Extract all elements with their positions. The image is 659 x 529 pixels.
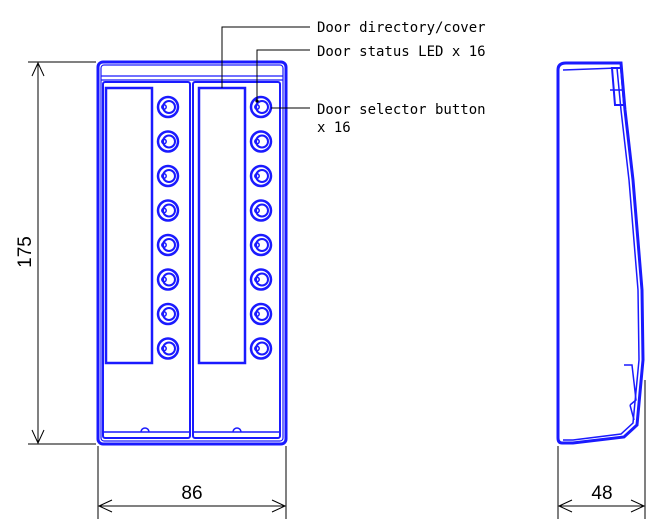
door-status-led [161, 311, 167, 317]
door-selector-button [249, 130, 273, 153]
button-cap [162, 203, 176, 218]
cover-leader [221, 26, 310, 88]
door-status-led [254, 104, 260, 110]
side-inner-outline [562, 67, 640, 441]
door-selector-button [156, 95, 180, 119]
door-status-led [161, 104, 167, 110]
button-cap [255, 238, 269, 252]
side-view [556, 61, 645, 445]
button-ring [249, 95, 273, 119]
button-ring [156, 95, 180, 119]
button-cap [255, 134, 269, 149]
side-top-clip [610, 67, 626, 106]
button-cap [255, 100, 269, 114]
height-value: 175 [15, 236, 36, 268]
door-status-led [161, 345, 167, 352]
button-cap [162, 134, 176, 149]
button-cap [255, 169, 269, 183]
side-bottom-step [624, 364, 637, 421]
door-selector-buttons [156, 95, 273, 360]
button-cap [255, 341, 269, 356]
button-callout-line1: Door selector button [317, 102, 486, 118]
dimensions: 175 86 48 [15, 61, 646, 519]
button-cap [162, 272, 176, 287]
door-status-led [161, 242, 167, 248]
button-cap [255, 307, 269, 321]
left-module-frame [102, 81, 191, 439]
front-view [96, 60, 288, 446]
depth-value: 48 [591, 483, 612, 504]
button-ring [249, 164, 273, 188]
door-selector-button [156, 164, 180, 188]
door-selector-button [156, 337, 180, 360]
depth-arrow-left [557, 499, 573, 513]
front-inner-frame [100, 64, 284, 442]
button-ring [156, 199, 180, 222]
depth-arrow-right [630, 499, 646, 513]
button-cap [162, 169, 176, 183]
width-value: 86 [181, 483, 202, 504]
height-arrow-bottom [31, 429, 45, 445]
button-cap [255, 203, 269, 218]
door-status-led [254, 311, 260, 317]
button-ring [156, 268, 180, 291]
button-cap [255, 272, 269, 287]
door-status-led [161, 276, 167, 283]
right-directory-cover [197, 86, 247, 365]
button-ring [249, 233, 273, 257]
button-ring [156, 233, 180, 257]
button-ring [249, 199, 273, 222]
door-selector-button [156, 233, 180, 257]
callouts: Door directory/cover Door status LED x 1… [221, 20, 486, 136]
door-status-led [254, 242, 260, 248]
button-cap [162, 307, 176, 321]
led-leader-dot [255, 99, 259, 103]
button-ring [156, 130, 180, 153]
door-selector-button [249, 199, 273, 222]
button-ring [249, 268, 273, 291]
door-status-led [161, 138, 167, 145]
right-module-notch [232, 427, 242, 433]
door-selector-button [249, 95, 273, 119]
button-ring [249, 337, 273, 360]
door-status-led [161, 173, 167, 179]
door-status-led [254, 207, 260, 214]
door-selector-button [249, 233, 273, 257]
door-selector-button [156, 130, 180, 153]
right-module-frame [192, 81, 281, 439]
front-outer-housing [96, 60, 288, 446]
cover-callout: Door directory/cover [317, 20, 486, 36]
door-status-led [254, 138, 260, 145]
button-ring [156, 337, 180, 360]
door-selector-button [249, 337, 273, 360]
led-callout: Door status LED x 16 [317, 44, 486, 60]
button-ring [156, 164, 180, 188]
door-status-led [254, 173, 260, 179]
button-ring [249, 302, 273, 326]
height-arrow-top [31, 61, 45, 77]
door-status-led [254, 276, 260, 283]
button-cap [162, 238, 176, 252]
button-callout-line2: x 16 [317, 120, 351, 136]
door-selector-button [156, 199, 180, 222]
button-ring [156, 302, 180, 326]
door-selector-button [156, 302, 180, 326]
door-selector-button [249, 164, 273, 188]
button-cap [162, 100, 176, 114]
width-arrow-left [97, 499, 113, 513]
width-arrow-right [271, 499, 287, 513]
door-status-led [161, 207, 167, 214]
left-directory-cover [104, 86, 154, 365]
door-selector-button [156, 268, 180, 291]
door-selector-button [249, 302, 273, 326]
led-leader [256, 49, 310, 101]
door-status-led [254, 345, 260, 352]
door-selector-button [249, 268, 273, 291]
side-outline [556, 61, 645, 445]
button-ring [249, 130, 273, 153]
button-cap [162, 341, 176, 356]
left-module-notch [140, 427, 150, 433]
